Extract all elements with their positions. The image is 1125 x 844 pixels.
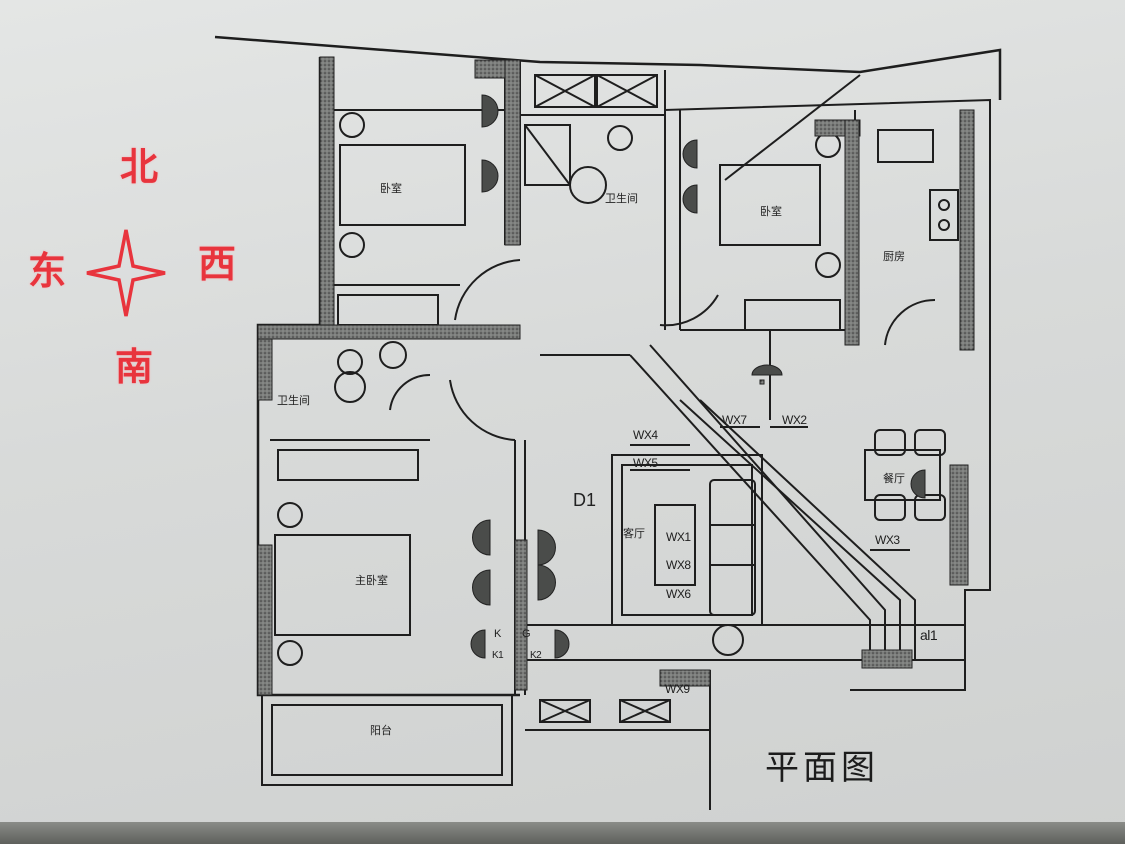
tag-al1: al1 bbox=[920, 627, 938, 643]
compass-north-label: 北 bbox=[120, 145, 159, 189]
room-label-bedroom-north-east: 卧室 bbox=[380, 182, 402, 195]
room-label-bedroom-north-west: 卧室 bbox=[760, 205, 782, 218]
tag-k: K bbox=[494, 628, 501, 640]
tag-wx2: WX2 bbox=[782, 413, 807, 427]
room-label-dining-room: 餐厅 bbox=[883, 472, 905, 485]
tag-wx5: WX5 bbox=[633, 456, 658, 470]
tag-wx3: WX3 bbox=[875, 533, 900, 547]
room-label-bathroom-north: 卫生间 bbox=[605, 192, 638, 205]
compass-west-label: 西 bbox=[198, 242, 237, 286]
room-label-living-room: 客厅 bbox=[623, 527, 645, 540]
tag-k1: K1 bbox=[492, 650, 504, 661]
table-edge bbox=[0, 822, 1125, 844]
tag-wx4: WX4 bbox=[633, 428, 658, 442]
tag-wx6: WX6 bbox=[666, 587, 691, 601]
room-label-balcony: 阳台 bbox=[370, 724, 392, 737]
room-label-kitchen: 厨房 bbox=[883, 250, 905, 263]
plan-title: 平面图 bbox=[765, 748, 879, 788]
room-label-bathroom-east: 卫生间 bbox=[277, 394, 310, 407]
tag-d1: D1 bbox=[573, 490, 597, 510]
compass-rose: 北 东 西 南 bbox=[0, 130, 260, 420]
compass-east-label: 东 bbox=[28, 249, 67, 293]
compass-star-icon bbox=[86, 229, 166, 317]
tag-wx9: WX9 bbox=[665, 682, 690, 696]
compass-south-label: 南 bbox=[115, 345, 154, 389]
tag-g: G bbox=[522, 628, 531, 640]
tag-wx1: WX1 bbox=[666, 530, 691, 544]
room-label-master-bedroom: 主卧室 bbox=[355, 574, 388, 587]
tag-wx7: WX7 bbox=[722, 413, 747, 427]
tag-k2: K2 bbox=[530, 650, 542, 661]
tag-wx8: WX8 bbox=[666, 558, 691, 572]
